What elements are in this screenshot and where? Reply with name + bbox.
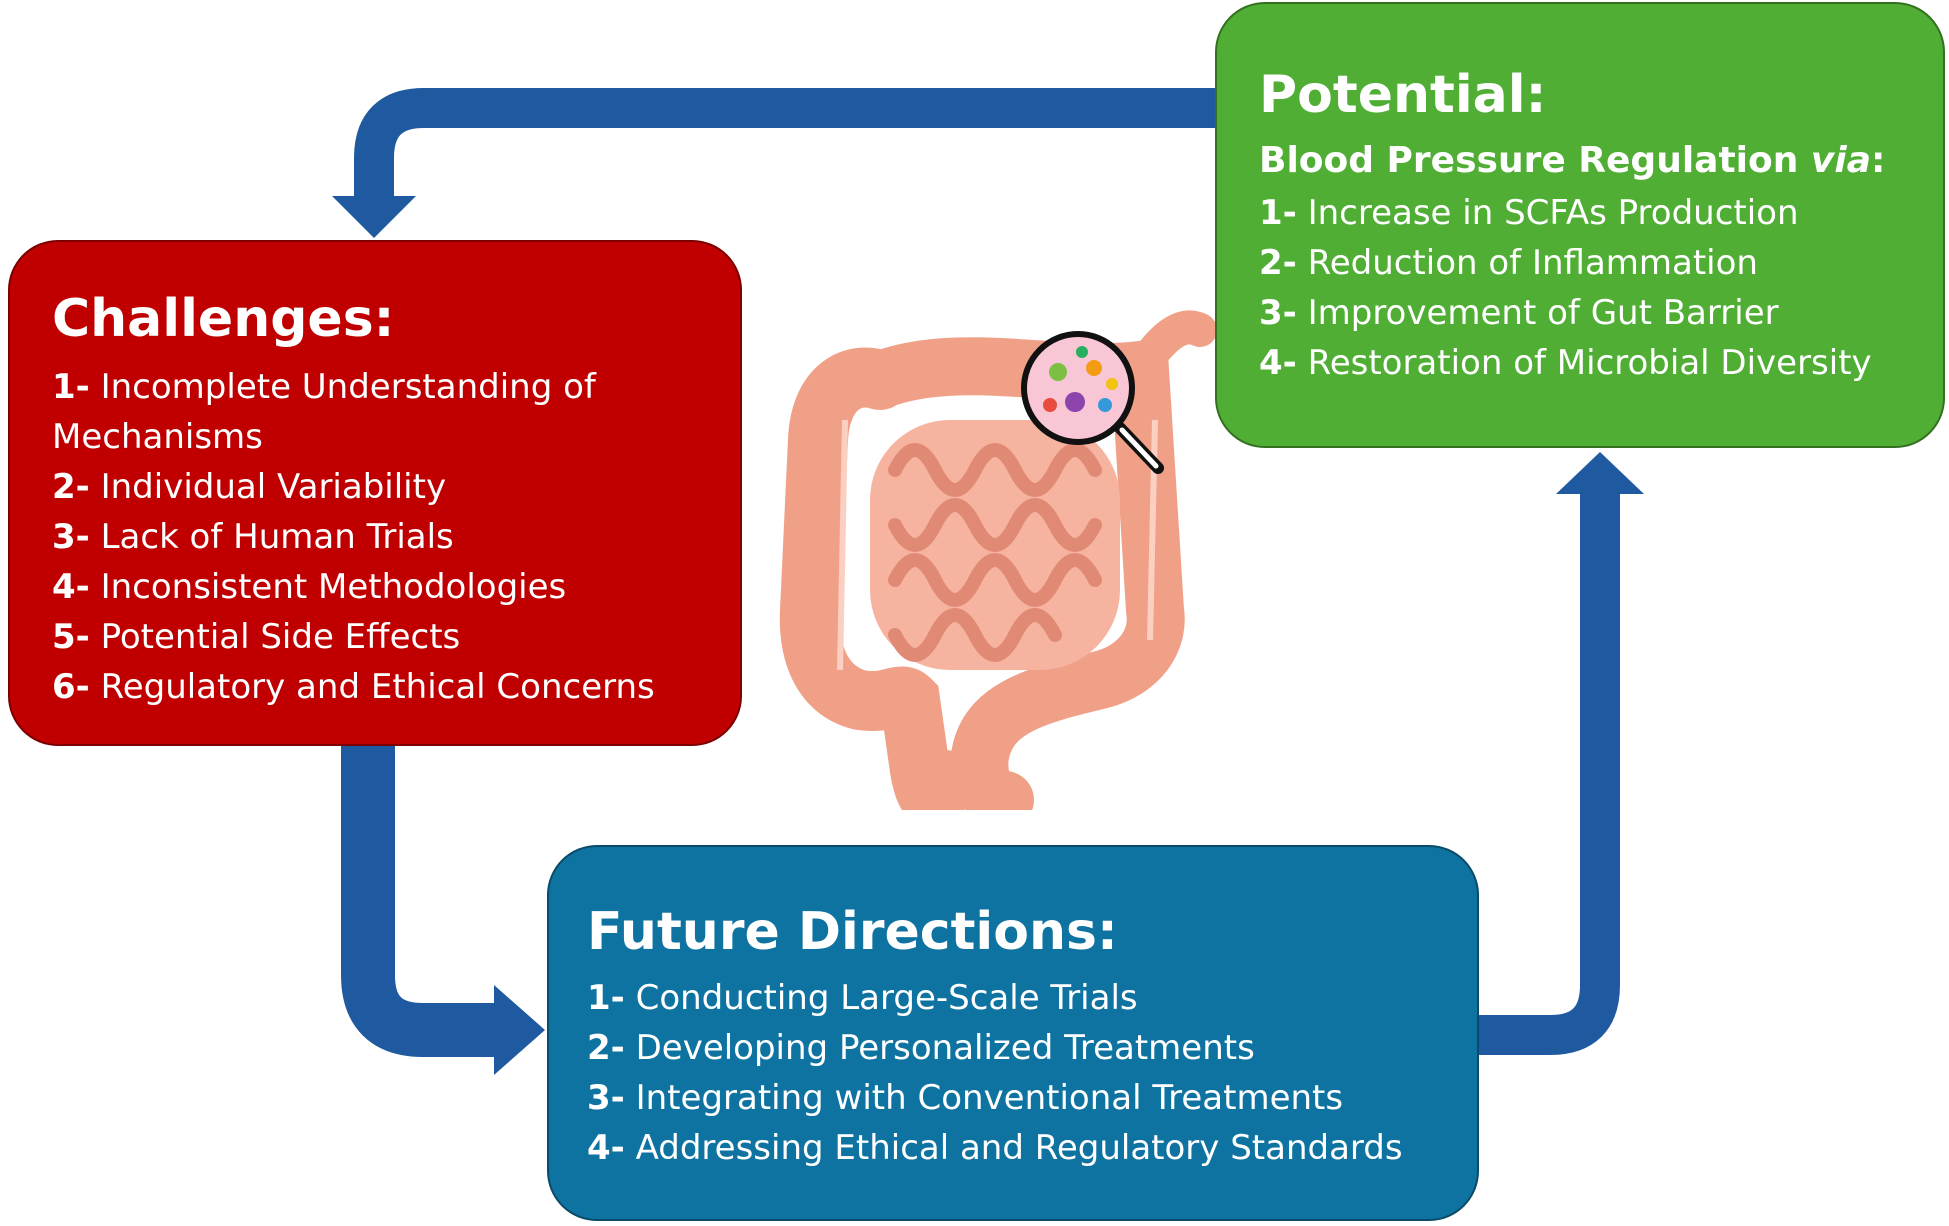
item-text: Inconsistent Methodologies bbox=[100, 566, 567, 607]
potential-title: Potential: bbox=[1259, 65, 1547, 125]
magnifying-glass-icon bbox=[1021, 331, 1164, 474]
item-number: 3- bbox=[1259, 292, 1297, 333]
item-text: Incomplete Understanding of Mechanisms bbox=[52, 366, 596, 457]
future-title: Future Directions: bbox=[587, 902, 1118, 962]
list-item: 3- Improvement of Gut Barrier bbox=[1259, 288, 1913, 338]
list-item: 4- Restoration of Microbial Diversity bbox=[1259, 338, 1913, 388]
subtitle-text: Blood Pressure Regulation bbox=[1259, 139, 1799, 181]
item-number: 1- bbox=[1259, 192, 1297, 233]
potential-subtitle: Blood Pressure Regulation via: bbox=[1259, 134, 1913, 188]
item-number: 4- bbox=[52, 566, 90, 607]
challenges-title: Challenges: bbox=[52, 289, 395, 349]
future-list: 1- Conducting Large-Scale Trials 2- Deve… bbox=[587, 973, 1447, 1173]
item-number: 1- bbox=[587, 977, 625, 1018]
item-text: Lack of Human Trials bbox=[100, 516, 454, 557]
future-directions-box: Future Directions: 1- Conducting Large-S… bbox=[547, 845, 1479, 1221]
item-text: Individual Variability bbox=[100, 466, 447, 507]
arrow-future-to-potential bbox=[1477, 452, 1644, 1055]
item-text: Addressing Ethical and Regulatory Standa… bbox=[635, 1127, 1403, 1168]
item-number: 3- bbox=[587, 1077, 625, 1118]
item-number: 2- bbox=[52, 466, 90, 507]
subtitle-colon: : bbox=[1871, 139, 1886, 181]
list-item: 4- Addressing Ethical and Regulatory Sta… bbox=[587, 1123, 1447, 1173]
arrow-challenges-to-future bbox=[341, 744, 545, 1075]
challenges-box: Challenges: 1- Incomplete Understanding … bbox=[8, 240, 742, 746]
list-item: 2- Reduction of Inflammation bbox=[1259, 238, 1913, 288]
challenges-list: 1- Incomplete Understanding of Mechanism… bbox=[52, 362, 710, 712]
subtitle-emphasis: via bbox=[1810, 139, 1872, 181]
item-number: 6- bbox=[52, 666, 90, 707]
list-item: 3- Integrating with Conventional Treatme… bbox=[587, 1073, 1447, 1123]
item-number: 3- bbox=[52, 516, 90, 557]
intestine-icon bbox=[779, 310, 1217, 810]
item-text: Restoration of Microbial Diversity bbox=[1307, 342, 1872, 383]
item-text: Potential Side Effects bbox=[100, 616, 461, 657]
potential-box: Potential: Blood Pressure Regulation via… bbox=[1215, 2, 1945, 448]
list-item: 2- Developing Personalized Treatments bbox=[587, 1023, 1447, 1073]
list-item: 1- Conducting Large-Scale Trials bbox=[587, 973, 1447, 1023]
list-item: 3- Lack of Human Trials bbox=[52, 512, 710, 562]
item-text: Conducting Large-Scale Trials bbox=[635, 977, 1138, 1018]
item-number: 2- bbox=[587, 1027, 625, 1068]
item-number: 1- bbox=[52, 366, 90, 407]
list-item: 4- Inconsistent Methodologies bbox=[52, 562, 710, 612]
item-text: Increase in SCFAs Production bbox=[1307, 192, 1799, 233]
arrow-potential-to-challenges bbox=[332, 88, 1220, 238]
item-text: Integrating with Conventional Treatments bbox=[635, 1077, 1344, 1118]
item-number: 5- bbox=[52, 616, 90, 657]
item-text: Improvement of Gut Barrier bbox=[1307, 292, 1779, 333]
item-number: 2- bbox=[1259, 242, 1297, 283]
intestine-illustration bbox=[779, 310, 1217, 810]
list-item: 6- Regulatory and Ethical Concerns bbox=[52, 662, 710, 712]
item-text: Regulatory and Ethical Concerns bbox=[100, 666, 655, 707]
item-text: Developing Personalized Treatments bbox=[635, 1027, 1255, 1068]
list-item: 1- Increase in SCFAs Production bbox=[1259, 188, 1913, 238]
item-text: Reduction of Inflammation bbox=[1307, 242, 1758, 283]
item-number: 4- bbox=[587, 1127, 625, 1168]
potential-list: 1- Increase in SCFAs Production 2- Reduc… bbox=[1259, 188, 1913, 388]
list-item: 2- Individual Variability bbox=[52, 462, 710, 512]
list-item: 5- Potential Side Effects bbox=[52, 612, 710, 662]
item-number: 4- bbox=[1259, 342, 1297, 383]
list-item: 1- Incomplete Understanding of Mechanism… bbox=[52, 362, 710, 462]
